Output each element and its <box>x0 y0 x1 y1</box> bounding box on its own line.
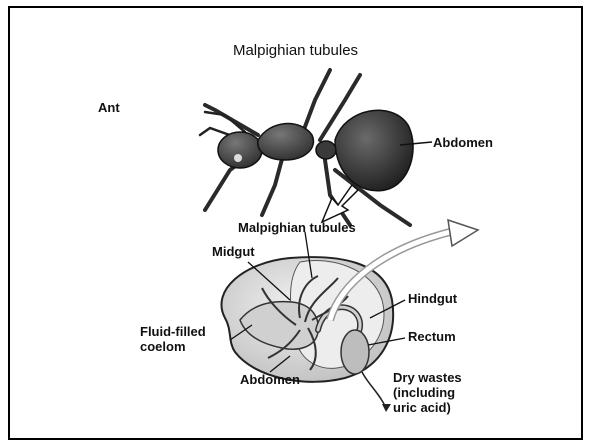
ant-eye <box>234 154 242 162</box>
rectum-organ <box>341 330 369 374</box>
ant-illustration <box>200 70 432 225</box>
label-coelom-line2: coelom <box>140 339 186 354</box>
label-wastes-line2: (including <box>393 385 455 400</box>
wastes-arrow <box>362 372 386 408</box>
fluid-arrow-head <box>448 220 478 246</box>
ant-petiole <box>316 141 336 159</box>
label-hindgut: Hindgut <box>408 291 458 306</box>
label-wastes-line1: Dry wastes <box>393 370 462 385</box>
label-rectum: Rectum <box>408 329 456 344</box>
ant-head <box>218 132 262 168</box>
ant-thorax <box>258 124 314 160</box>
label-abdomen-bottom: Abdomen <box>240 372 300 387</box>
label-coelom-line1: Fluid-filled <box>140 324 206 339</box>
label-midgut: Midgut <box>212 244 255 259</box>
label-abdomen-top: Abdomen <box>433 135 493 150</box>
label-malpighian-tubules: Malpighian tubules <box>238 220 356 235</box>
label-wastes-line3: uric acid) <box>393 400 451 415</box>
